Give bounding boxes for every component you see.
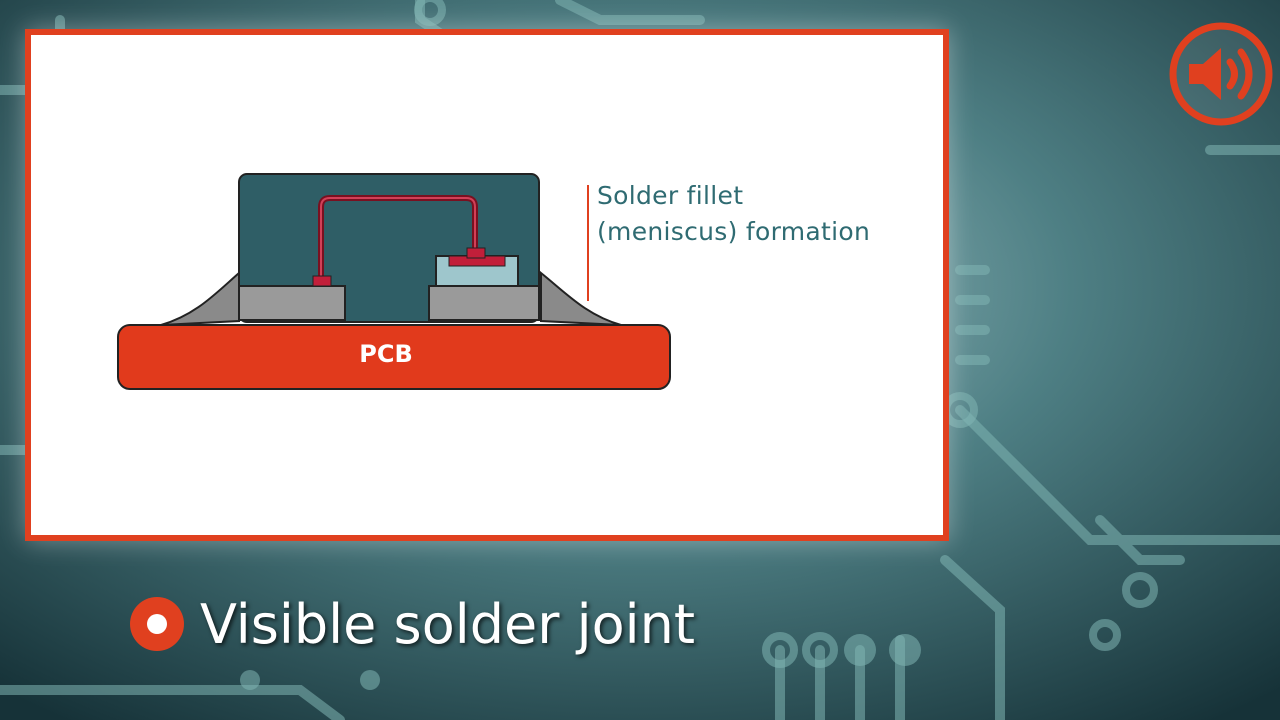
bullet-ring-icon — [130, 597, 184, 651]
terminal-right — [428, 285, 540, 321]
callout-label-line2: (meniscus) formation — [597, 217, 871, 246]
diagram-panel: Solder fillet (meniscus) formation PCB — [25, 29, 949, 541]
terminal-left — [238, 285, 346, 321]
callout-label-line1: Solder fillet — [597, 181, 744, 210]
solder-fillet-right — [540, 270, 622, 326]
pcb-board — [117, 324, 671, 390]
callout-line — [587, 185, 589, 301]
solder-fillet-left — [160, 270, 240, 326]
smd-component-diagram — [117, 173, 671, 390]
speaker-volume-icon[interactable] — [1167, 20, 1275, 128]
pcb-label: PCB — [359, 340, 413, 368]
slide-caption: Visible solder joint — [130, 588, 695, 660]
caption-text: Visible solder joint — [200, 592, 696, 656]
